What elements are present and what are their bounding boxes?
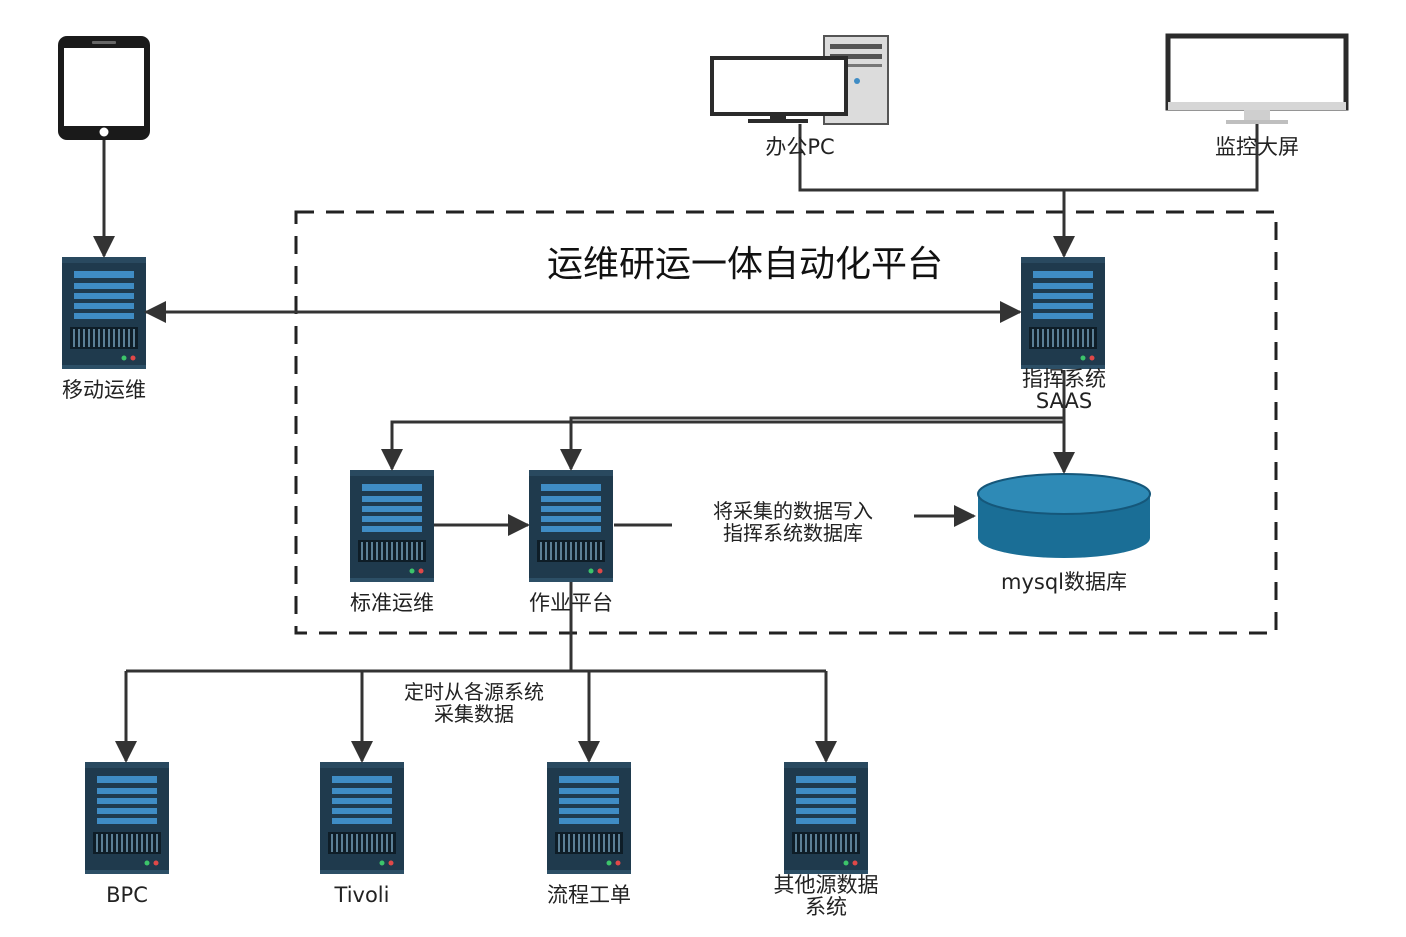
- edge-command-to-standard: [381, 420, 1064, 471]
- mobile-ops-label: 移动运维: [62, 378, 146, 402]
- collect-line1: 定时从各源系统: [404, 680, 544, 704]
- mysql-db-label: mysql数据库: [1001, 570, 1127, 594]
- command-system-server-icon: [1020, 256, 1106, 370]
- bpc-label: BPC: [106, 883, 148, 907]
- job-platform-server-icon: [528, 469, 614, 583]
- edge-command-to-job: [560, 416, 1064, 471]
- collect-line2: 采集数据: [434, 702, 514, 726]
- other-sources-line1: 其他源数据: [773, 873, 879, 897]
- tivoli-label: Tivoli: [334, 883, 390, 907]
- command-system-label-line1: 指挥系统: [1022, 367, 1106, 391]
- command-system-label: 指挥系统 SAAS: [994, 368, 1134, 412]
- write-db-line2: 指挥系统数据库: [723, 521, 863, 545]
- tablet-icon: [58, 36, 150, 140]
- office-pc-label: 办公PC: [765, 135, 835, 159]
- other-sources-line2: 系统: [805, 895, 847, 919]
- workflow-ticket-label: 流程工单: [547, 883, 631, 907]
- tivoli-server-icon: [319, 761, 405, 875]
- monitor-screen-label: 监控大屏: [1215, 135, 1299, 159]
- mysql-database-icon: [977, 473, 1151, 558]
- other-sources-server-icon: [783, 761, 869, 875]
- office-pc-icon: [710, 35, 889, 125]
- standard-ops-label: 标准运维: [350, 591, 434, 615]
- platform-title: 运维研运一体自动化平台: [546, 244, 943, 285]
- edge-pc-to-command: [798, 124, 1259, 192]
- write-db-edge-label: 将采集的数据写入 指挥系统数据库: [672, 500, 914, 544]
- other-sources-label: 其他源数据 系统: [746, 874, 906, 918]
- bpc-server-icon: [84, 761, 170, 875]
- collect-edge-label: 定时从各源系统 采集数据: [364, 681, 584, 725]
- write-db-line1: 将采集的数据写入: [713, 499, 873, 523]
- mobile-ops-server-icon: [61, 256, 147, 370]
- workflow-server-icon: [546, 761, 632, 875]
- standard-ops-server-icon: [349, 469, 435, 583]
- job-platform-label: 作业平台: [529, 591, 613, 615]
- platform-boundary: [294, 210, 1278, 635]
- monitor-screen-icon: [1165, 33, 1349, 124]
- command-system-label-line2: SAAS: [1035, 389, 1093, 413]
